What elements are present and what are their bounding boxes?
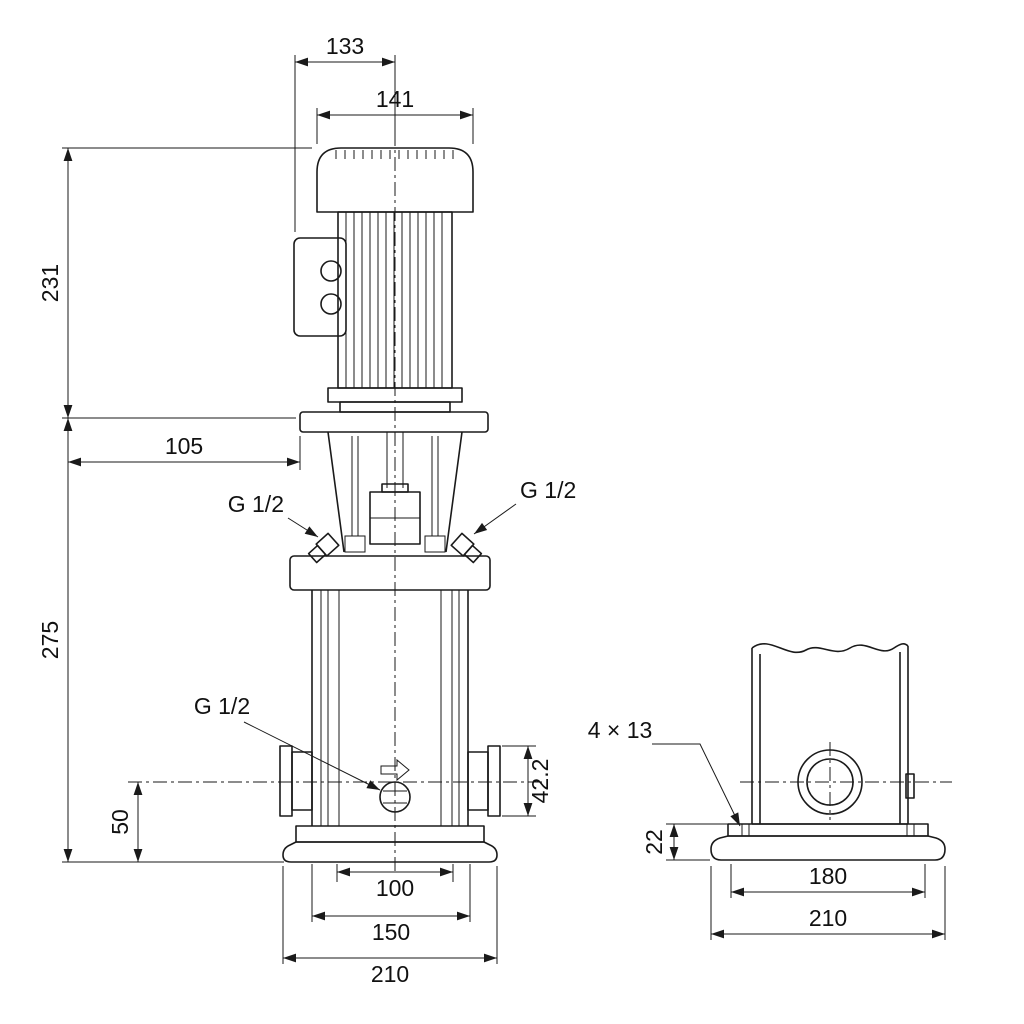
motor [293,147,489,433]
cable-entry-hole-bottom [320,293,342,315]
staybolt-nut-left [344,535,366,553]
leader-holes [652,743,741,827]
flow-direction-arrow [380,758,410,782]
dim-141-label: 141 [376,86,414,112]
dim-231-label: 231 [37,264,63,302]
side-tab [905,773,915,799]
front-base [282,825,498,863]
plug-left-label: G 1/2 [228,491,284,517]
side-port-outer [797,749,863,815]
side-base-plate [727,823,929,837]
side-base-foot [710,835,946,861]
discharge-port-flange [487,745,501,817]
dim-180-label: 180 [809,863,847,889]
priming-plug-right [450,532,483,564]
dim-105-label: 105 [165,433,203,459]
ext-231 [62,147,312,419]
dim-150-label: 150 [372,919,410,945]
discharge-port-neck [467,751,489,811]
pump-head-flange [289,555,491,591]
dim-133-label: 133 [326,33,364,59]
plug-tip-right [463,544,483,564]
motor-cooling-fins [345,212,443,388]
fan-cover-vents [335,150,454,159]
drain-plug-label: G 1/2 [194,693,250,719]
base-mounting-holes [741,824,915,836]
base-flange [295,825,485,843]
terminal-box [293,237,347,337]
dim-275-label: 275 [37,621,63,659]
cable-entry-hole-top [320,260,342,282]
motor-stool-plate [299,411,489,433]
side-port-inner [806,758,854,806]
leader-plug-right [473,503,517,535]
side-view [710,642,946,861]
pump-head [289,431,491,591]
drain-plug [379,781,411,813]
tie-rods [320,590,460,826]
base-foot [282,841,498,863]
dim-100-label: 100 [376,875,414,901]
ext-133 [294,55,396,232]
suction-port-neck [291,751,313,811]
leader-plug-left [287,517,319,538]
motor-fan-cover [316,147,474,213]
front-view [279,147,501,863]
holes-label: 4 × 13 [588,717,653,743]
priming-plug-left [307,532,340,564]
ext-210-front [282,866,498,964]
pump-body [279,590,501,826]
centerlines [128,132,952,872]
staybolt-nut-right [424,535,446,553]
ext-22 [666,823,750,861]
staybolts-and-shaft [351,432,439,536]
dim-50-label: 50 [107,809,133,835]
plug-hex-right [450,532,475,557]
plug-right-label: G 1/2 [520,477,576,503]
lantern-legs [327,431,463,553]
plug-hex-left [315,532,340,557]
break-line [751,642,909,653]
drain-plug-hex-lines [383,790,407,804]
leader-drain-plug [243,721,381,791]
dim-22-label: 22 [641,829,667,855]
suction-port-flange [279,745,293,817]
dimensions: 133 141 231 105 275 G 1/2 G 1/2 G 1/2 50 [37,33,946,987]
chamber-stack [338,590,442,826]
ext-210-side [710,866,946,940]
dim-210-side-label: 210 [809,905,847,931]
side-body [751,646,909,825]
plug-tip-left [307,544,327,564]
dim-210-front-label: 210 [371,961,409,987]
dim-42-2-label: 42.2 [527,759,553,804]
